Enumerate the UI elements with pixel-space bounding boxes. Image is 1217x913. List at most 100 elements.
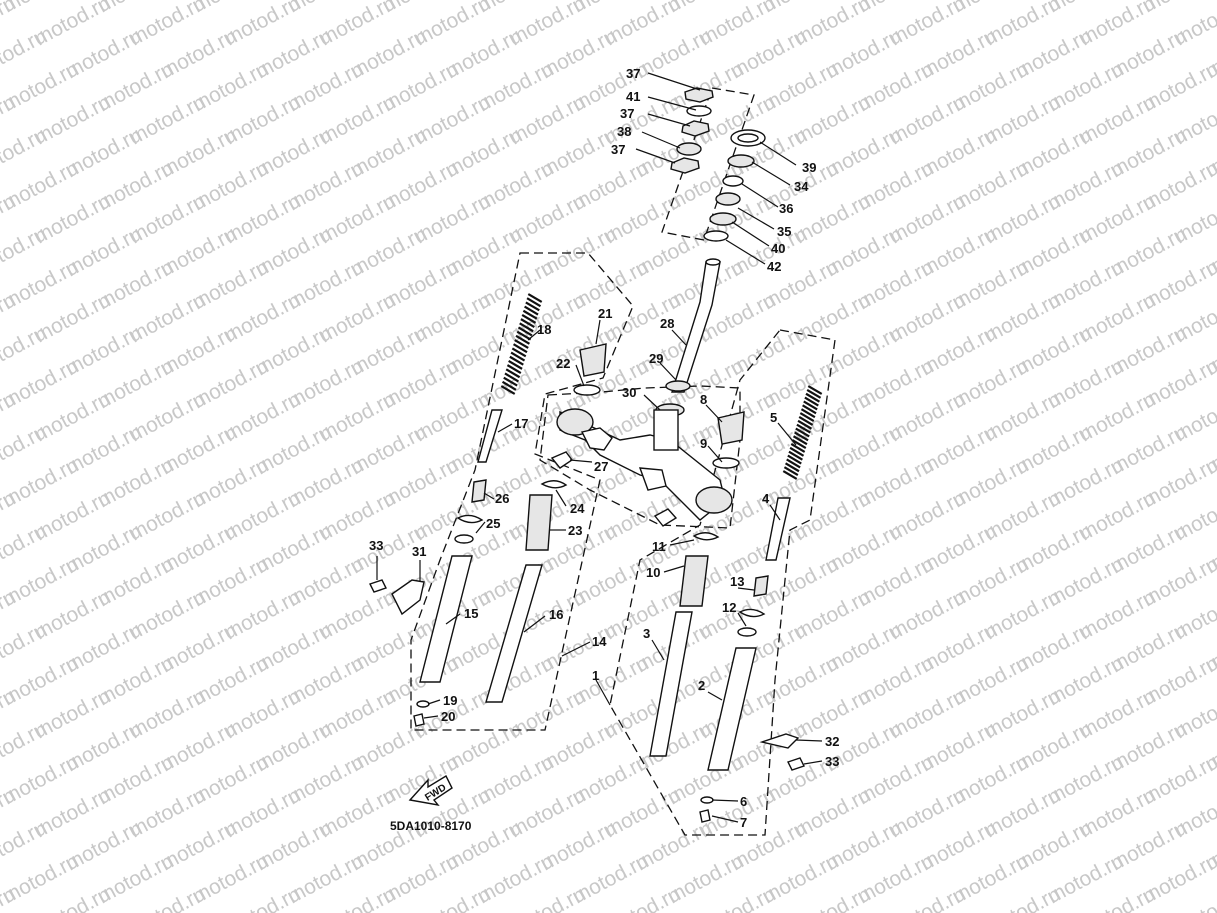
left-cable-guide [391,579,425,616]
upper-bearing-group-outline [661,87,755,241]
spring-coil [521,313,537,324]
spring-coil [796,423,811,434]
ball-race-bottom [709,212,737,226]
spring-coil [509,355,524,366]
ball-race-upper [727,154,755,168]
spring-coil [519,322,534,333]
leader-30 [643,394,661,411]
leader-37b [647,113,691,127]
callout-13: 13 [730,574,744,589]
leader-3 [651,639,665,661]
lock-washer [686,105,712,117]
right-cable-guide-32 [759,733,800,749]
spring-coil [515,334,531,345]
leader-35 [737,207,775,230]
callout-31: 31 [412,544,426,559]
spring-coil [799,412,815,422]
leader-41 [731,221,770,247]
callout-37c: 37 [611,142,625,157]
callout-34: 34 [794,179,809,194]
bearing-race-cover-inner [737,133,759,143]
callout-27: 27 [594,459,608,474]
callout-9: 9 [700,436,707,451]
callout-32: 32 [825,734,839,749]
leader-28 [671,329,687,346]
leader-7 [711,815,739,823]
callout-18: 18 [537,322,551,337]
spring-coil [791,439,807,450]
callout-19: 19 [443,693,457,708]
leader-lines [376,72,823,823]
leader-20 [423,715,439,719]
right-damper-rod [765,497,791,561]
ring-nut-middle [681,120,710,137]
leader-40 [759,141,797,166]
callout-labels: 37 41 37 38 37 39 34 36 35 40 42 28 29 3… [369,66,839,830]
callout-4: 4 [762,491,770,506]
callout-25: 25 [486,516,500,531]
leader-33b [803,760,823,765]
callout-17: 17 [514,416,528,431]
left-circlip-24 [540,480,568,489]
callout-33b: 33 [825,754,839,769]
spring-coil [525,301,540,312]
callout-23: 23 [568,523,582,538]
spring-coil [795,427,810,438]
spring-coil [803,400,818,411]
bearing-29 [665,380,691,392]
callout-36: 36 [779,201,793,216]
left-cap-bolt [579,343,607,377]
dust-seal [703,230,729,242]
callout-39: 41 [626,89,640,104]
spring-coil [516,330,532,341]
leader-8 [705,404,723,423]
leader-17 [497,423,513,433]
spring-coil [520,318,535,329]
callout-35: 35 [777,224,791,239]
left-drain-gasket [416,700,430,708]
steering-stem-top [705,258,721,266]
left-o-ring [573,384,601,396]
spring-coil [802,404,817,415]
callout-2: 2 [698,678,705,693]
rubber-washer [676,142,702,156]
stem-collar [653,409,679,451]
spring-coil [790,443,806,453]
leader-42 [725,239,766,265]
leader-21 [595,319,601,345]
right-outer-tube [707,647,757,771]
right-circlip [738,608,766,618]
callout-12: 12 [722,600,736,615]
callout-37b: 37 [620,106,634,121]
right-fork-spring-coils [782,385,823,480]
callout-29: 29 [649,351,663,366]
leader-37c [635,148,676,164]
left-circlip [456,514,484,524]
callout-28: 28 [660,316,674,331]
spring-coil [503,376,518,387]
right-drain-gasket [700,796,714,804]
right-inner-tube [649,611,693,757]
spring-coil [514,339,529,349]
ball-race-lower [715,192,741,206]
spring-coil [501,380,517,391]
leader-37a [647,72,701,91]
spring-coil [783,466,799,477]
left-inner-tube [485,564,543,703]
bracket-pinch-right [638,467,667,491]
spring-coil [524,305,539,316]
spring-coil [508,359,523,370]
leader-25 [475,521,486,534]
leader-32 [795,739,823,742]
callout-41: 40 [771,241,785,256]
spring-coil [782,470,798,480]
spring-coil [787,454,802,465]
spring-coil [511,347,527,358]
leader-36 [741,183,779,208]
right-oil-seal-washer [737,627,757,637]
leader-24 [555,489,567,507]
spring-coil [522,309,538,320]
leader-39 [647,96,697,111]
left-fork-spring-coils [500,293,543,395]
